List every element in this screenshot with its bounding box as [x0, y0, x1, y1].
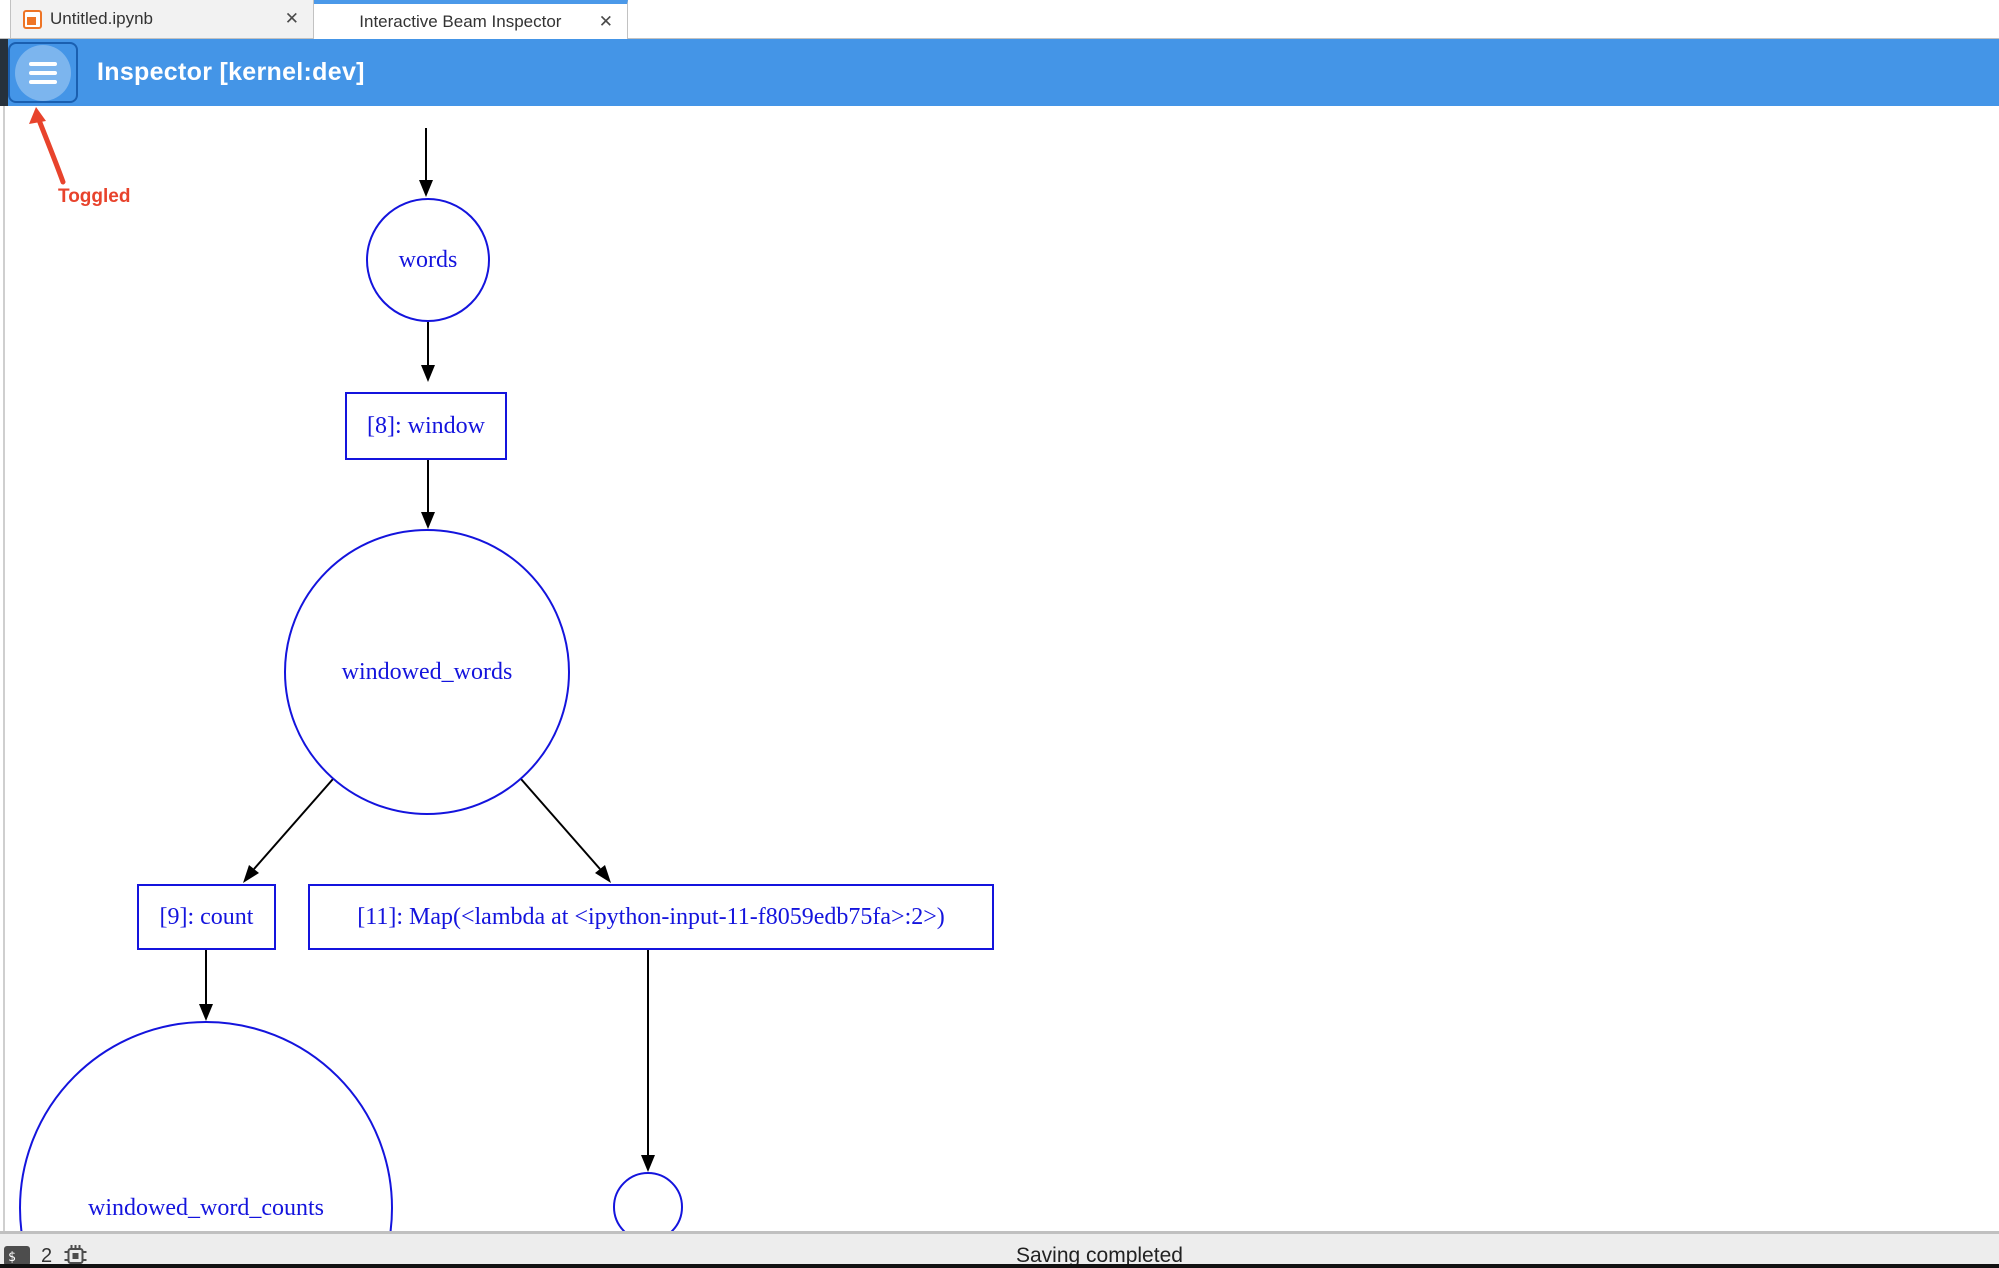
appbar-left-edge — [0, 39, 8, 106]
pipeline-graph-canvas: words [8]: window windowed_words [9]: co… — [0, 106, 1999, 1231]
graph-node-window-transform: [8]: window — [345, 392, 507, 460]
tab-title: Untitled.ipynb — [50, 9, 154, 28]
graph-node-map-transform: [11]: Map(<lambda at <ipython-input-11-f… — [308, 884, 994, 950]
kernel-count: 2 — [41, 1244, 53, 1267]
window-bottom-edge — [0, 1264, 1999, 1268]
annotation-arrow — [29, 107, 66, 185]
graph-node-words: words — [366, 198, 490, 322]
tab-untitled-notebook[interactable]: Untitled.ipynb ✕ — [10, 0, 314, 38]
graph-node-unnamed-pcollection — [613, 1172, 683, 1231]
notebook-file-icon — [23, 9, 42, 29]
dock-tab-bar: Untitled.ipynb ✕ Interactive Beam Inspec… — [0, 0, 1999, 39]
close-tab-icon[interactable]: ✕ — [598, 11, 613, 31]
terminals-kernels-indicator[interactable]: $ 2 — [4, 1244, 88, 1268]
kernel-chip-icon — [64, 1245, 87, 1267]
tab-interactive-beam-inspector[interactable]: Interactive Beam Inspector ✕ — [314, 0, 628, 39]
hamburger-icon — [29, 61, 57, 84]
tab-title: Interactive Beam Inspector — [359, 11, 562, 31]
status-bar — [0, 1231, 1999, 1268]
pipeline-edges — [199, 128, 655, 1172]
annotation-toggled-label: Toggled — [58, 186, 131, 207]
inspector-app-bar: Inspector [kernel:dev] — [0, 39, 1999, 106]
menu-toggle-button[interactable] — [8, 42, 78, 103]
panel-left-border — [3, 106, 5, 1231]
close-tab-icon[interactable]: ✕ — [284, 9, 299, 28]
save-status-message: Saving completed — [1016, 1244, 1183, 1267]
inspector-title: Inspector [kernel:dev] — [97, 58, 365, 86]
terminal-icon: $ — [4, 1246, 30, 1266]
graph-node-count-transform: [9]: count — [137, 884, 276, 950]
graph-node-windowed-words: windowed_words — [284, 529, 570, 815]
